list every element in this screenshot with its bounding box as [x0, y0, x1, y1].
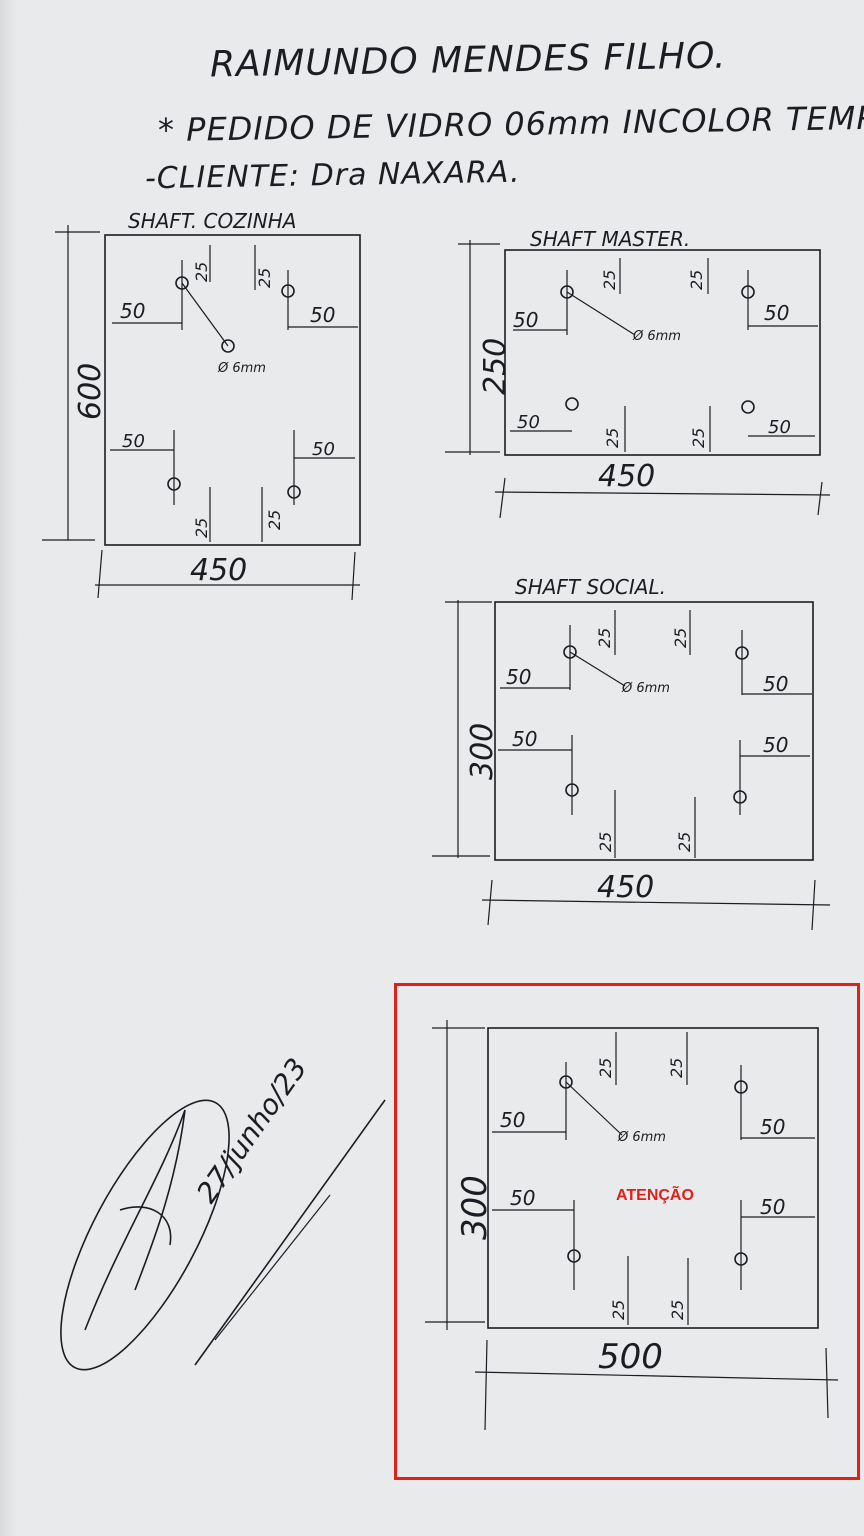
drawing-1: SHAFT. COZINHA 600 450 50 50 50 50 — [42, 209, 361, 601]
offset-side-label: 50 — [763, 733, 788, 757]
offset-edge-label: 25 — [255, 268, 274, 288]
hole-marker — [741, 400, 755, 414]
offset-side-label: 50 — [500, 1108, 525, 1132]
hole-diameter-label: Ø 6mm — [617, 1130, 666, 1145]
offset-edge-label: 25 — [596, 832, 615, 852]
width-label: 450 — [190, 553, 247, 588]
drawing-4: 300 500 50 50 50 50 25 25 25 25 Ø 6mm — [425, 1020, 839, 1431]
attention-highlight-box — [394, 983, 860, 1480]
height-label: 300 — [465, 723, 500, 780]
offset-side-label: 50 — [763, 672, 788, 696]
offset-side-label: 50 — [122, 431, 145, 452]
offset-edge-label: 25 — [609, 1300, 628, 1320]
offset-edge-label: 25 — [603, 428, 622, 448]
signature-scribble — [60, 1099, 386, 1371]
offset-edge-label: 25 — [687, 270, 706, 290]
width-label: 450 — [597, 870, 654, 905]
offset-side-label: 50 — [120, 299, 145, 323]
hole-diameter-label: Ø 6mm — [621, 681, 670, 696]
offset-side-label: 50 — [312, 439, 335, 460]
paper-edge — [0, 0, 18, 1536]
drawing-3: SHAFT SOCIAL. 300 450 50 50 50 50 25 25 … — [432, 575, 831, 931]
drawing-title: SHAFT SOCIAL. — [515, 575, 666, 599]
offset-side-label: 50 — [510, 1186, 535, 1210]
panel-outline — [494, 601, 814, 861]
drawing-title: SHAFT. COZINHA — [128, 209, 296, 233]
offset-side-label: 50 — [760, 1115, 785, 1139]
drawing-2: SHAFT MASTER. 250 450 50 50 50 50 25 25 … — [445, 227, 831, 519]
height-label: 250 — [478, 338, 513, 395]
hole-marker — [565, 397, 579, 411]
drawing-title: SHAFT MASTER. — [530, 227, 690, 251]
panel-outline — [104, 234, 361, 546]
offset-edge-label: 25 — [595, 628, 614, 648]
offset-edge-label: 25 — [668, 1300, 687, 1320]
offset-edge-label: 25 — [689, 428, 708, 448]
offset-side-label: 50 — [506, 665, 531, 689]
offset-edge-label: 25 — [192, 518, 211, 538]
offset-side-label: 50 — [760, 1195, 785, 1219]
hole-diameter-label: Ø 6mm — [632, 329, 681, 344]
height-label: 300 — [455, 1175, 495, 1240]
width-label: 450 — [598, 459, 655, 494]
offset-edge-label: 25 — [596, 1058, 615, 1078]
hole-diameter-label: Ø 6mm — [217, 361, 266, 376]
offset-side-label: 50 — [512, 727, 537, 751]
offset-edge-label: 25 — [192, 262, 211, 282]
height-label: 600 — [73, 363, 108, 420]
offset-edge-label: 25 — [600, 270, 619, 290]
panel-outline — [487, 1027, 819, 1329]
attention-label: ATENÇÃO — [616, 1187, 694, 1204]
hole-marker — [221, 339, 235, 353]
offset-edge-label: 25 — [675, 832, 694, 852]
offset-edge-label: 25 — [265, 510, 284, 530]
offset-edge-label: 25 — [671, 628, 690, 648]
offset-side-label: 50 — [517, 412, 540, 433]
offset-side-label: 50 — [310, 303, 335, 327]
panel-outline — [504, 249, 821, 456]
offset-edge-label: 25 — [667, 1058, 686, 1078]
width-label: 500 — [598, 1337, 663, 1377]
offset-side-label: 50 — [768, 417, 791, 438]
offset-side-label: 50 — [764, 301, 789, 325]
offset-side-label: 50 — [513, 308, 538, 332]
